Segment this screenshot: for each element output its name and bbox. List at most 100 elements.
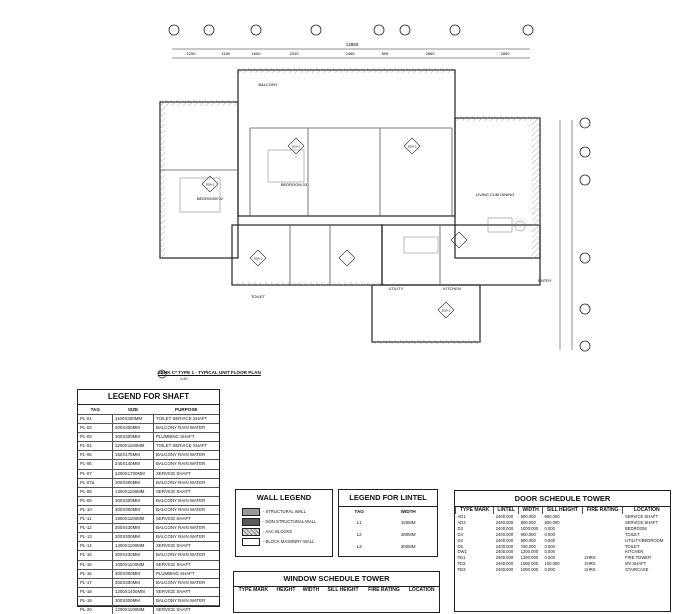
- table-cell: TOILET: [624, 531, 640, 537]
- table-cell: 1300X1100MM: [112, 486, 154, 497]
- table-cell: 900.000: [520, 531, 536, 537]
- table-cell: 600.000: [544, 514, 560, 519]
- table-cell: 1200.000: [520, 555, 539, 561]
- dimension-label: 509: [382, 51, 389, 56]
- col-header: TAG: [90, 407, 100, 412]
- legend-item: - AAC BLOCKS: [242, 527, 326, 536]
- table-cell: 300X300MM: [112, 432, 154, 442]
- room-tag-text: SDA-2: [254, 257, 263, 261]
- room-name: UTILITY: [389, 286, 404, 291]
- table-cell: PL-16: [78, 568, 113, 579]
- table-cell: SERVICE SHAFT: [153, 541, 219, 551]
- table-cell: 300X430MM: [112, 550, 154, 560]
- grid-bubble: [168, 24, 180, 36]
- room-tag-bedroom-03: SDA-2 BEDROOM 03: [281, 137, 308, 187]
- table-cell: AD2: [457, 519, 466, 525]
- table-cell: PL-08: [78, 486, 113, 497]
- plan-caption: 2BHK C* TYPE 1 - TYPICAL UNIT FLOOR PLAN: [158, 370, 261, 375]
- room-name: BALCONY: [258, 82, 277, 87]
- drawing-sheet: 14850 1250 1150 1600 2010 2465 509 2860 …: [77, 24, 671, 614]
- table-cell: 200MM: [400, 532, 416, 537]
- table-cell: 750.000: [520, 543, 536, 549]
- table-cell: FIRE TOWER: [624, 555, 652, 561]
- legend-label: - BLOCK MASONRY WALL: [263, 539, 315, 544]
- table-cell: TOILET SERVICE SHAFT: [153, 413, 219, 424]
- table-cell: STAIRCASE: [624, 567, 649, 573]
- table-cell: 1000.000: [520, 525, 539, 531]
- table-cell: BALCONY RAIN WATER: [153, 595, 219, 606]
- table-cell: PL-04: [78, 441, 113, 451]
- table-cell: 1200X1700MM: [112, 468, 154, 479]
- col-header: LOCATION: [622, 507, 670, 514]
- table-cell: 0.000: [544, 567, 555, 573]
- entry-label: ENTRY: [538, 278, 552, 283]
- table-cell: 1200X1100MM: [112, 604, 154, 614]
- window-schedule-title: WINDOW SCHEDULE TOWER: [234, 572, 439, 587]
- dimension-label: 1600: [252, 51, 262, 56]
- room-tag-text: SDA-2: [408, 145, 417, 149]
- table-cell: 1000X1100MM: [112, 559, 154, 570]
- table-cell: BALCONY RAIN WATER: [153, 450, 219, 460]
- grid-bubble: [449, 24, 461, 36]
- grid-bubble: [203, 24, 215, 36]
- table-cell: PL-01: [78, 413, 113, 424]
- dimension-label: 2010: [290, 51, 300, 56]
- table-cell: FD1: [457, 555, 466, 561]
- table-cell: 150X175MM: [112, 450, 154, 460]
- table-cell: PL-17: [78, 577, 113, 588]
- table-cell: PL-12: [78, 523, 113, 533]
- col-header: WIDTH: [518, 507, 543, 514]
- table-cell: PL-06: [78, 459, 113, 470]
- col-header: SILL HEIGHT: [541, 507, 583, 514]
- floor-plan: 14850 1250 1150 1600 2010 2465 509 2860 …: [157, 24, 591, 379]
- furniture: [179, 149, 526, 254]
- legend-label: - STRUCTURAL WALL: [263, 509, 306, 514]
- col-header: SIZE: [127, 407, 139, 412]
- table-cell: FD3: [457, 567, 466, 573]
- table-cell: TOILET SERVICE SHAFT: [153, 441, 219, 451]
- table-cell: BALCONY RAIN WATER: [153, 532, 219, 542]
- table-cell: PL-15: [78, 550, 113, 560]
- table-cell: 2HRS: [584, 561, 596, 567]
- col-header: WIDTH: [302, 587, 320, 593]
- table-cell: BALCONY RAIN WATER: [153, 423, 219, 433]
- dimension-label: 2465: [346, 51, 356, 56]
- col-header: TAG: [354, 509, 364, 514]
- table-cell: 900.000: [520, 537, 536, 543]
- room-tag-bedroom-02: SDA-2 BEDROOM 02: [197, 175, 224, 201]
- dimension-label: 2890: [501, 51, 511, 56]
- table-cell: D3: [457, 525, 463, 531]
- legend-wall-title: WALL LEGEND: [256, 493, 312, 502]
- grid-bubble: [579, 146, 591, 158]
- room-tag-kitchen: SDA-2 KITCHEN: [437, 286, 461, 319]
- grid-bubble: [579, 303, 591, 315]
- grid-bubbles-top: [168, 24, 534, 36]
- table-cell: BALCONY RAIN WATER: [153, 495, 219, 506]
- table-cell: 2400.000: [495, 549, 514, 555]
- grid-bubble: [250, 24, 262, 36]
- grid-bubble: [399, 24, 411, 36]
- legend-label: - NON STRUCTURAL WALL: [263, 519, 317, 524]
- table-cell: SERVICE SHAFT: [624, 519, 659, 525]
- legend-shaft-title: LEGEND FOR SHAFT: [78, 390, 219, 405]
- legend-item: - BLOCK MASONRY WALL: [242, 537, 326, 546]
- table-cell: TOILET: [624, 543, 640, 549]
- table-cell: 0.000: [544, 555, 555, 561]
- table-cell: PLUMBING SHAFT: [153, 568, 219, 579]
